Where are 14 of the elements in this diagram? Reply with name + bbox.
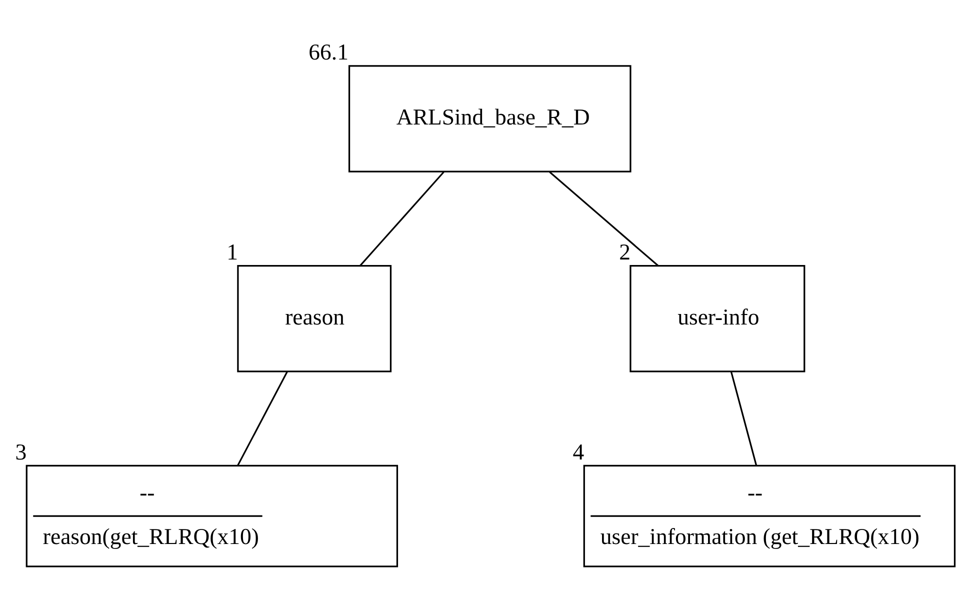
- connector: [237, 370, 288, 466]
- node-box: ARLSind_base_R_D: [348, 64, 632, 172]
- node-label: 66.1: [308, 39, 348, 64]
- node-box: -- reason(get_RLRQ(x10): [26, 464, 398, 567]
- connector: [549, 170, 659, 266]
- node-box: user-info: [630, 264, 806, 372]
- node-label: 2: [619, 239, 630, 264]
- node-label: 3: [15, 439, 27, 464]
- connector: [360, 170, 444, 266]
- node-box: -- user_information (get_RLRQ(x10): [583, 464, 956, 567]
- connector: [730, 371, 758, 466]
- node-box: reason: [237, 264, 392, 372]
- node-label: 1: [226, 239, 238, 264]
- node-label: 4: [572, 439, 584, 464]
